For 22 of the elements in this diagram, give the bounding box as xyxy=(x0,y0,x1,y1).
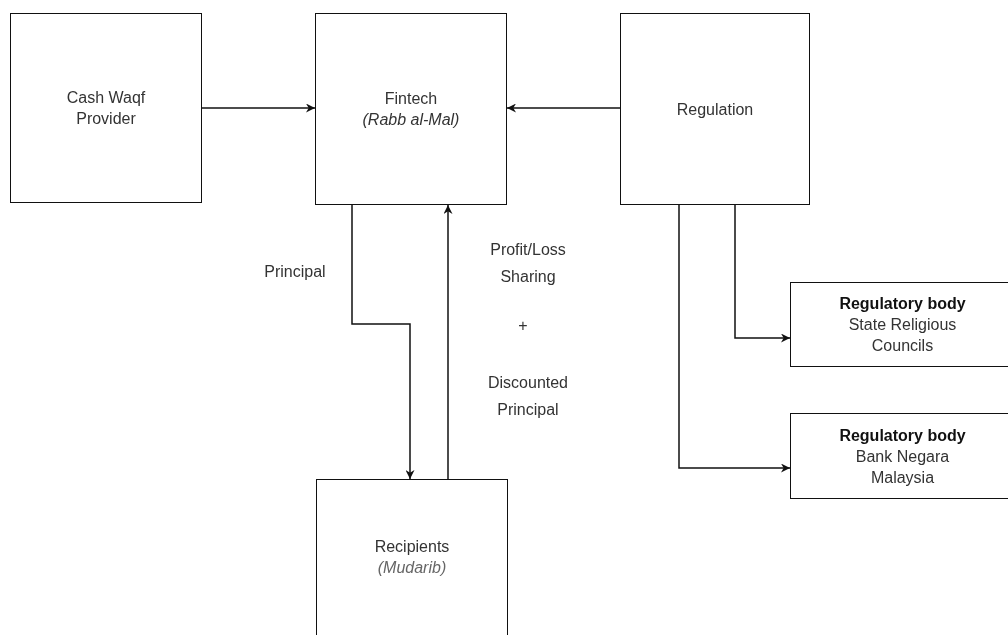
role-text: (Rabb al-Mal) xyxy=(362,110,460,130)
process-box xyxy=(10,13,202,203)
arrow xyxy=(443,204,453,480)
process-box xyxy=(620,13,810,205)
node-heading: Regulatory body xyxy=(838,294,967,314)
node-text: Regulation xyxy=(676,99,754,120)
process-box xyxy=(316,479,508,635)
node-text: Cash Waqf Provider xyxy=(65,88,147,129)
node-heading: Regulatory body xyxy=(838,425,967,446)
node-text: State Religious Councils xyxy=(847,315,958,356)
node-text: Recipients xyxy=(374,537,450,557)
arrow xyxy=(734,204,791,343)
node-text: Fintech xyxy=(384,89,438,109)
node-text: Bank Negara Malaysia xyxy=(854,446,951,488)
process-box xyxy=(315,13,507,205)
arrow xyxy=(506,103,621,113)
arrow xyxy=(201,103,316,113)
arrow xyxy=(351,204,415,480)
role-text: (Mudarib) xyxy=(377,558,447,578)
process-box xyxy=(790,413,1008,499)
arrow xyxy=(678,204,791,473)
process-box xyxy=(790,282,1008,367)
